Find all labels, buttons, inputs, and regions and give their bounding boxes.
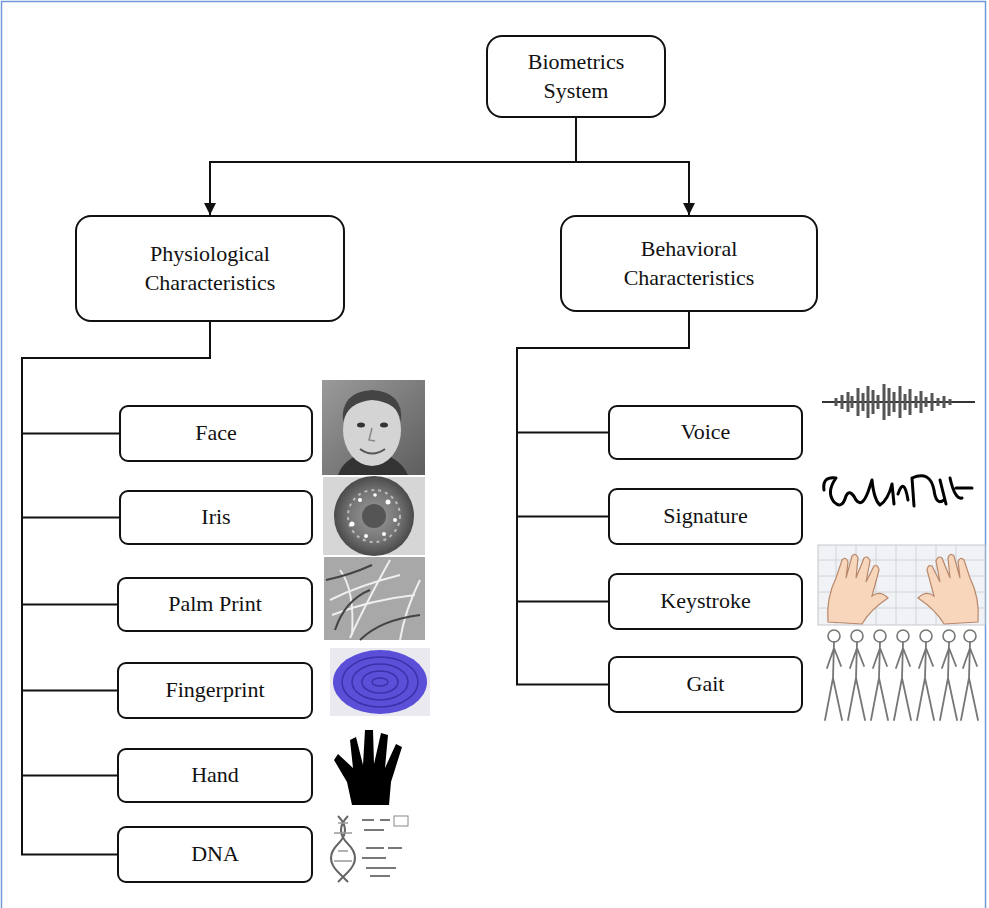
signature-image-part	[824, 476, 972, 506]
root-box: Biometrics System	[486, 35, 666, 118]
fingerprint-image-part	[330, 648, 430, 716]
gait-figures-part	[961, 630, 978, 720]
face-photo-part	[369, 428, 375, 441]
gait-figures-part	[848, 630, 865, 720]
face-photo-part	[360, 449, 385, 454]
face-photo-part	[380, 423, 388, 428]
node-label: Physiological Characteristics	[105, 240, 315, 297]
fingerprint-image-part	[372, 678, 388, 686]
dna-image-part	[338, 816, 355, 882]
face-photo-part	[343, 390, 402, 422]
iris-image	[323, 476, 425, 556]
trait-box: Face	[119, 405, 313, 462]
gait-figures-part	[825, 630, 842, 720]
category-box: Behavioral Characteristics	[560, 215, 818, 312]
node-label: Keystroke	[660, 587, 750, 616]
iris-image-part	[348, 490, 400, 542]
dna-image-part	[334, 823, 352, 861]
fingerprint-image	[330, 648, 430, 716]
trait-box: Voice	[608, 405, 803, 460]
voice-waveform-part	[836, 384, 950, 420]
dna-image	[331, 816, 408, 882]
hand-silhouette-part	[334, 730, 402, 805]
dna-image-part	[394, 816, 408, 826]
iris-image-part	[362, 504, 386, 528]
node-label: Face	[195, 419, 237, 448]
iris-image-part	[386, 500, 391, 505]
keystroke-image-part	[918, 554, 978, 624]
gait-figures-part	[917, 630, 934, 720]
fingerprint-image-part	[362, 671, 398, 693]
iris-image-part	[382, 532, 386, 536]
hand-silhouette	[334, 730, 402, 805]
node-label: Voice	[681, 418, 731, 447]
trait-box: Signature	[608, 488, 803, 545]
gait-figures-part	[894, 630, 911, 720]
palm-print-image-part	[326, 565, 420, 640]
trait-box: Iris	[119, 490, 313, 545]
fingerprint-image-part	[352, 664, 408, 700]
keystroke-image-part	[828, 554, 888, 624]
face-photo	[322, 380, 425, 475]
arrow-connector	[210, 118, 576, 215]
signature-image	[824, 476, 972, 506]
trait-box: DNA	[117, 826, 313, 883]
node-label: Behavioral Characteristics	[584, 235, 794, 292]
keystroke-image	[818, 545, 985, 625]
voice-waveform	[822, 384, 975, 420]
arrow-connector	[576, 118, 689, 215]
tree-connector	[22, 322, 210, 605]
node-label: Fingerprint	[166, 676, 265, 705]
node-label: DNA	[191, 840, 239, 869]
iris-image-part	[358, 498, 362, 502]
trait-box: Palm Print	[117, 577, 313, 632]
keystroke-image-part	[818, 545, 985, 625]
trait-box: Gait	[608, 656, 803, 713]
iris-image-part	[323, 477, 425, 555]
dna-image-part	[331, 816, 348, 882]
gait-figures	[825, 630, 978, 720]
iris-image-part	[350, 522, 355, 527]
node-label: Palm Print	[168, 590, 262, 619]
category-box: Physiological Characteristics	[75, 215, 345, 322]
fingerprint-image-part	[333, 650, 427, 714]
node-label: Iris	[201, 503, 230, 532]
iris-image-part	[364, 534, 368, 538]
face-photo-part	[357, 423, 365, 428]
trait-box: Hand	[117, 748, 313, 803]
trait-box: Keystroke	[608, 573, 803, 630]
fingerprint-image-part	[342, 657, 418, 707]
iris-image-part	[373, 493, 377, 497]
palm-print-image-part	[324, 557, 425, 640]
keystroke-image-part	[818, 545, 985, 625]
gait-figures-part	[871, 630, 888, 720]
node-label: Hand	[191, 761, 239, 790]
node-label: Gait	[687, 670, 725, 699]
dna-image-part	[362, 820, 402, 876]
palm-print-image	[324, 557, 425, 640]
trait-box: Fingerprint	[117, 662, 313, 719]
node-label: Signature	[663, 502, 747, 531]
face-photo-part	[322, 380, 425, 475]
iris-image-part	[334, 476, 414, 556]
node-label: Biometrics System	[501, 48, 651, 105]
gait-figures-part	[940, 630, 957, 720]
iris-image-part	[393, 518, 397, 522]
